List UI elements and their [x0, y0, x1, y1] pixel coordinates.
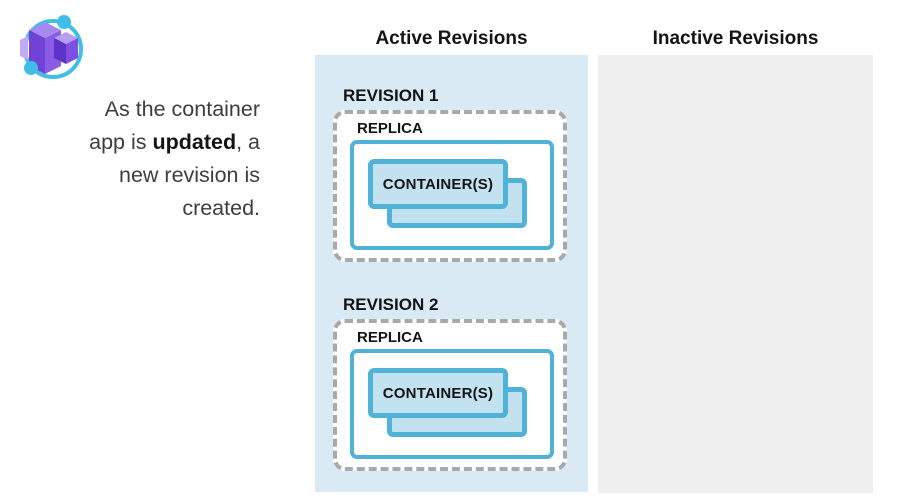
- replica-label: REPLICA: [357, 329, 423, 346]
- container-box-front: CONTAINER(S): [368, 368, 508, 418]
- replica-label: REPLICA: [357, 120, 423, 137]
- intro-text: As the container app is updated, a new r…: [46, 93, 260, 225]
- intro-segment: created.: [182, 196, 260, 220]
- intro-segment-bold: updated: [152, 130, 237, 154]
- replica-box: CONTAINER(S): [350, 140, 554, 250]
- revision-1-group: REVISION 1 REPLICA CONTAINER(S): [333, 85, 567, 262]
- active-revisions-panel: REVISION 1 REPLICA CONTAINER(S) REVISION…: [315, 55, 588, 492]
- orbit-dot-bottom: [24, 61, 38, 75]
- cube-flap: [20, 36, 28, 60]
- inactive-revisions-panel: [598, 55, 873, 493]
- container-label: CONTAINER(S): [382, 175, 494, 193]
- intro-segment: As the container: [104, 97, 260, 121]
- small-cube-left: [54, 38, 66, 64]
- container-label: CONTAINER(S): [382, 384, 494, 402]
- inactive-revisions-title: Inactive Revisions: [652, 28, 819, 49]
- revision-1-boundary: REPLICA CONTAINER(S): [333, 110, 567, 262]
- revision-2-label: REVISION 2: [343, 295, 439, 314]
- container-box-front: CONTAINER(S): [368, 159, 508, 209]
- intro-line: app is updated, a: [46, 126, 260, 159]
- orbit-dot-top: [57, 15, 71, 29]
- azure-container-apps-icon: [0, 0, 100, 100]
- intro-line: new revision is: [46, 159, 260, 192]
- revision-2-boundary: REPLICA CONTAINER(S): [333, 319, 567, 471]
- intro-line: As the container: [46, 93, 260, 126]
- azure-container-apps-icon-svg: [20, 15, 83, 79]
- active-revisions-title: Active Revisions: [375, 28, 528, 49]
- intro-segment: new revision is: [119, 163, 260, 187]
- intro-segment: app is: [89, 130, 153, 154]
- revision-2-group: REVISION 2 REPLICA CONTAINER(S): [333, 294, 567, 471]
- intro-line: created.: [46, 192, 260, 225]
- intro-segment: , a: [236, 130, 260, 154]
- revision-1-label: REVISION 1: [343, 86, 439, 105]
- replica-box: CONTAINER(S): [350, 349, 554, 459]
- small-cube-right: [66, 38, 78, 64]
